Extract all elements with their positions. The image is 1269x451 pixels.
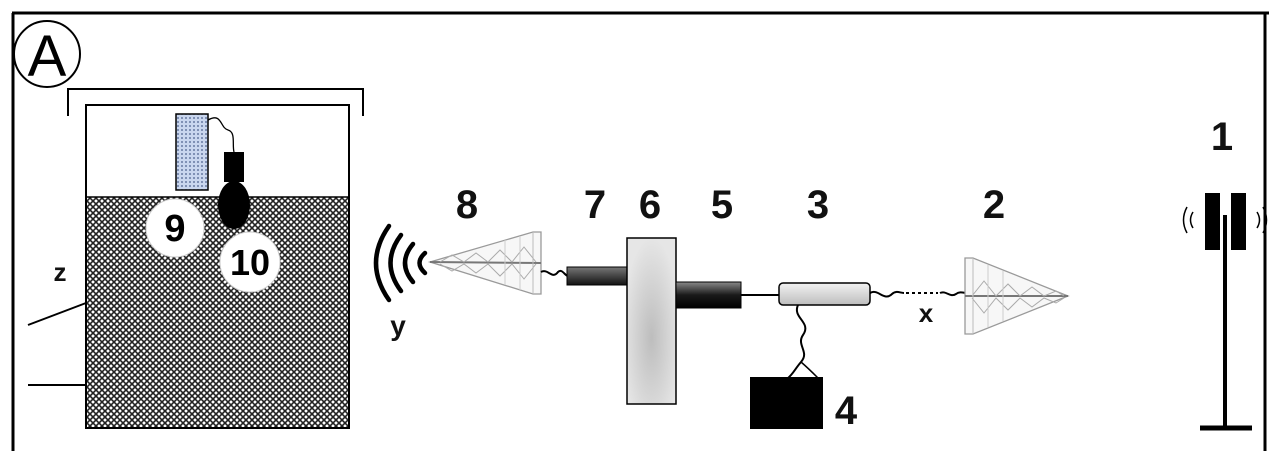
tank-bracket — [67, 88, 364, 116]
label-z: z — [54, 257, 67, 287]
tank-side-lines — [27, 302, 87, 386]
antenna-2 — [964, 257, 1070, 335]
probe — [218, 152, 250, 229]
cable-3-4 — [787, 304, 807, 379]
label-5: 5 — [711, 183, 733, 227]
connector-3 — [778, 282, 871, 306]
wave-icon — [373, 223, 428, 303]
label-7: 7 — [584, 183, 606, 227]
label-10-text: 10 — [230, 242, 270, 283]
reference-electrode — [175, 113, 235, 191]
disk-6 — [626, 237, 677, 405]
box-4 — [750, 377, 823, 429]
label-6: 6 — [639, 183, 661, 227]
tube-7 — [566, 266, 628, 286]
label-4: 4 — [835, 389, 858, 433]
tower-1 — [1182, 193, 1268, 431]
label-8: 8 — [456, 183, 478, 227]
figure-frame — [11, 11, 1269, 451]
tank — [85, 104, 350, 429]
cable-8-7 — [540, 269, 569, 277]
label-x: x — [919, 298, 934, 328]
label-3: 3 — [807, 183, 829, 227]
cable-3-2 — [869, 290, 968, 298]
tube-5 — [675, 281, 742, 309]
label-10: 10 — [219, 231, 281, 293]
label-2: 2 — [983, 183, 1005, 227]
panel-label-text: A — [28, 24, 67, 89]
label-9: 9 — [145, 198, 205, 258]
panel-label: A — [13, 20, 81, 89]
label-9-text: 9 — [164, 208, 185, 250]
label-y: y — [390, 310, 406, 341]
antenna-8 — [427, 231, 542, 295]
label-1: 1 — [1211, 115, 1233, 159]
